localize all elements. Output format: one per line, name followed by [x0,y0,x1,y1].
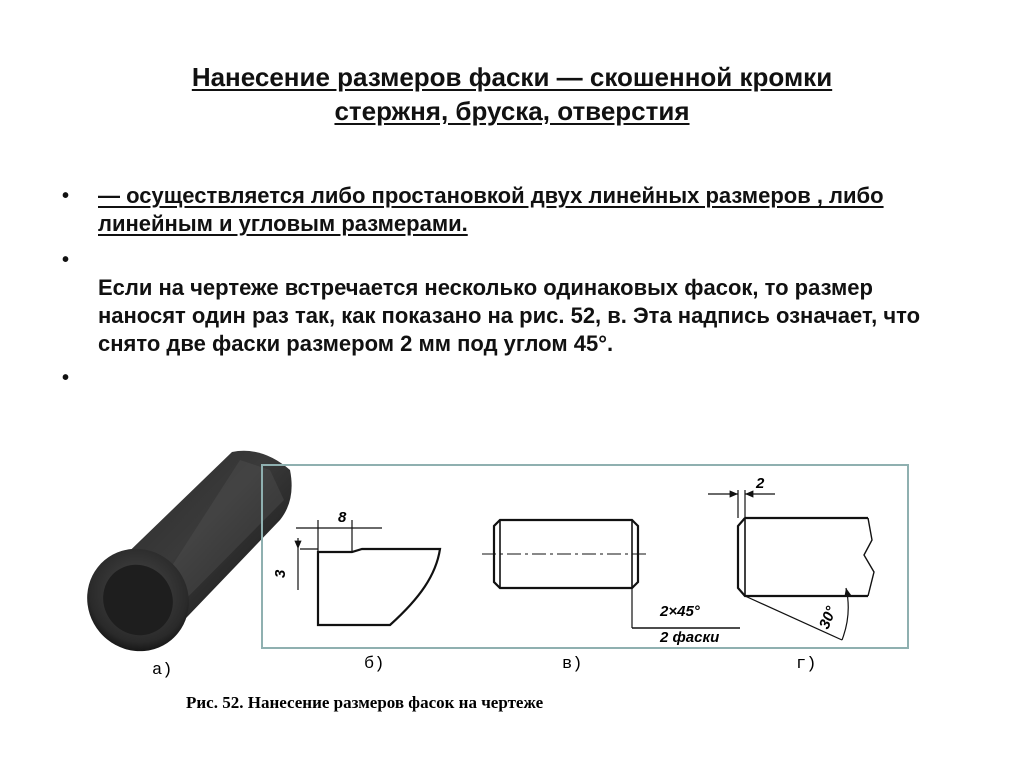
angle-arc [841,587,852,641]
bullet-dot: • [62,249,70,271]
bullet-dot: • [62,185,70,207]
figure-frame [261,464,909,649]
dim-label-v-size: 2×45° [659,603,701,620]
dim-label-g-width: 2 [755,475,765,492]
rod-highlight [150,460,284,615]
panel-label-b: б) [364,655,384,674]
bullet-item-1: • — осуществляется либо простановкой дву… [62,182,962,242]
bullet-text-2: Если на чертеже встречается несколько од… [98,275,921,356]
bullet-text-1: — осуществляется либо простановкой двух … [98,183,884,236]
slide-title: Нанесение размеров фаски — скошенной кро… [40,60,984,128]
bar-outline [316,547,442,627]
dim-label-b-width: 8 [338,509,347,526]
title-line-1: Нанесение размеров фаски — скошенной кро… [191,62,833,92]
rod-3d-view [87,450,292,652]
panel-label-a: а) [152,661,172,680]
dim-label-b-height: 3 [272,569,289,578]
panel-label-v: в) [562,655,582,674]
rod-two-chamfers-drawing [482,518,740,629]
rod-end-outline [736,516,868,598]
title-line-2: стержня, бруска, отверстия [334,96,690,126]
bar-chamfer-drawing [294,520,442,627]
angle-ext-line [744,595,843,641]
dim-label-g-angle: 30° [816,603,841,631]
rod-angle-chamfer-drawing [708,490,875,641]
bullet-item-3: • [62,364,962,392]
bullet-dot: • [62,367,70,389]
figure-caption: Рис. 52. Нанесение размеров фасок на чер… [186,693,544,712]
bullet-item-2: • Если на чертеже встречается несколько … [62,246,962,358]
break-line [863,517,875,597]
panel-label-g: г) [796,655,816,674]
rod-end-inner [103,564,173,636]
dim-label-v-count: 2 фаски [659,629,719,646]
bullet-list: • — осуществляется либо простановкой дву… [62,182,962,392]
